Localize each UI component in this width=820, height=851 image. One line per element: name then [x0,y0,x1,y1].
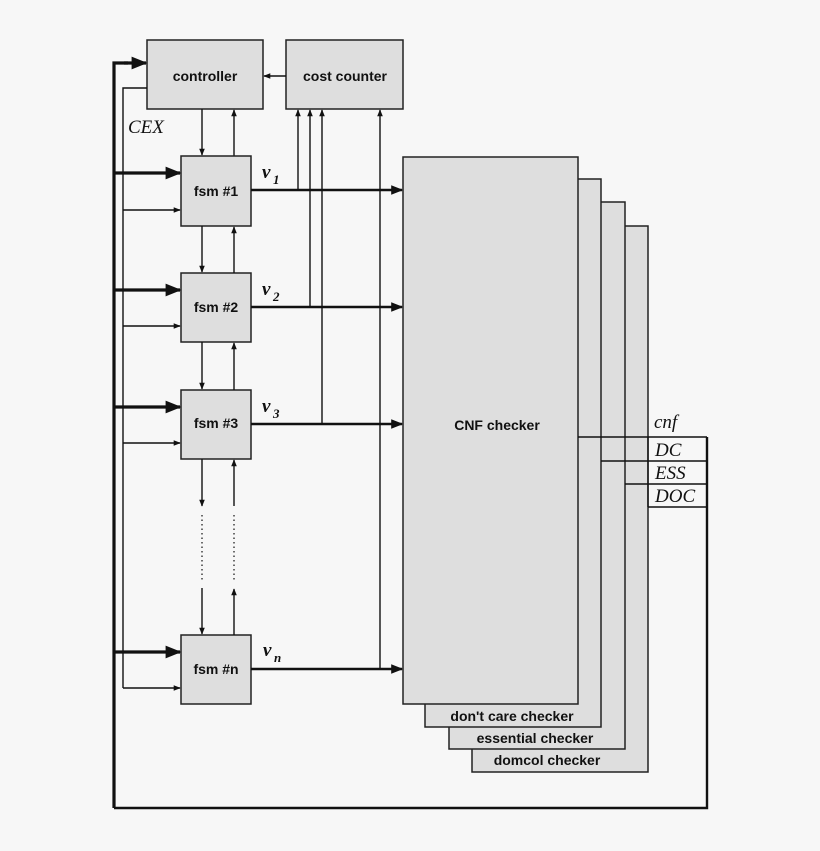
fsm-1-label: fsm #1 [194,183,239,199]
dont-care-checker-label: don't care checker [450,708,574,724]
domcol-checker-label: domcol checker [494,752,601,768]
fsm-3-label: fsm #3 [194,415,239,431]
v2-label: v 2 [262,279,280,304]
controller-output-wire [122,87,147,688]
cnf-checker-block: CNF checker [402,156,579,705]
doc-signal-label: DOC [654,486,695,507]
essential-checker-label: essential checker [477,730,594,746]
svg-text:n: n [274,650,281,665]
cost-counter-label: cost counter [303,68,388,84]
controller-block: controller [146,39,264,110]
svg-text:v: v [262,396,271,417]
v3-label: v 3 [262,396,280,421]
v1-label: v 1 [262,162,280,187]
fsm-n-label: fsm #n [193,661,238,677]
svg-text:v: v [262,279,271,300]
feedback-bus-bottom [114,437,709,810]
svg-text:v: v [263,640,272,661]
cost-counter-block: cost counter [285,39,404,110]
cnf-signal-label: cnf [654,412,680,433]
fsm-3-block: fsm #3 [180,389,252,460]
controller-label: controller [173,68,238,84]
fsm-2-label: fsm #2 [194,299,239,315]
svg-text:v: v [262,162,271,183]
vn-label: v n [263,640,281,665]
fsm-1-block: fsm #1 [180,155,252,227]
fsm-2-block: fsm #2 [180,272,252,343]
svg-text:3: 3 [272,406,280,421]
ess-signal-label: ESS [654,463,686,484]
cex-label: CEX [128,117,165,138]
svg-text:2: 2 [272,289,280,304]
fsm-n-block: fsm #n [180,634,252,705]
cnf-checker-label: CNF checker [454,417,540,433]
dc-signal-label: DC [654,440,682,461]
feedback-bus-left [112,61,128,808]
svg-text:1: 1 [273,172,280,187]
